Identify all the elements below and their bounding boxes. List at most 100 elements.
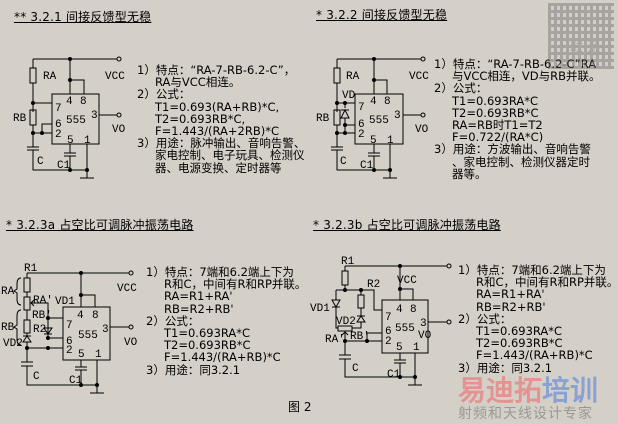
section-title-3-2-1: ** 3.2.1 间接反馈型无稳 — [14, 10, 152, 24]
label-vd1: VD1 — [310, 303, 330, 315]
circuit-3-2-2: VCC VO RA VD RB C C1 4 8 7 6 2 555 3 5 1 — [316, 56, 429, 179]
logo-watermark: 易迪拓培训 — [458, 376, 598, 406]
pin-4: 4 — [370, 96, 377, 108]
label-ra: RA — [1, 286, 15, 298]
desc-line: 1）特点：“RA-7-RB-6.2-C”， — [137, 63, 296, 77]
pin-1: 1 — [413, 342, 420, 354]
label-c1: C1 — [69, 375, 83, 387]
desc-line: T1=0.693RA*C — [452, 93, 539, 108]
capacitor-c1 — [64, 152, 76, 157]
circuit-3-2-3a: R1 RA RB RA' VD1 RB' R2 VD2 VCC VO C C1 … — [1, 263, 138, 394]
pin-7: 7 — [66, 320, 73, 332]
pin-8: 8 — [384, 96, 391, 108]
logo-red-text: 易迪拓 — [458, 374, 543, 407]
description-3-2-1: 1）特点：“RA-7-RB-6.2-C”， RA与VCC相连。 2）公式： T1… — [137, 64, 305, 174]
label-r2: R2 — [33, 324, 46, 336]
pin-7: 7 — [358, 102, 365, 114]
resistor-ra — [29, 67, 37, 84]
pin-6: 6 — [66, 336, 73, 348]
desc-line: T2=0.693RB*C — [452, 105, 539, 120]
desc-line: R和C，中间有R和RP并联。 — [476, 275, 618, 290]
terminal-vcc — [128, 270, 134, 276]
section-title-3-2-3b: * 3.2.3b 占空比可调脉冲振荡电路 — [313, 218, 501, 232]
desc-line: 器等。 — [452, 166, 487, 181]
diode-vd1 — [43, 327, 53, 335]
desc-line: RA=R1+RA' — [476, 287, 545, 302]
desc-line: 2）公式： — [137, 87, 191, 102]
label-vd1: VD1 — [55, 296, 75, 308]
pin-3: 3 — [102, 324, 109, 336]
pin-1: 1 — [95, 349, 102, 361]
desc-line: RA=RB时T1=T2 — [452, 117, 543, 132]
junction-dots — [25, 271, 99, 387]
desc-line: F=1.443/(RA+RB)*C — [476, 348, 593, 363]
pin-5: 5 — [370, 135, 377, 147]
terminal-vo — [116, 112, 122, 118]
logo-blue-text: 培训 — [542, 374, 599, 407]
chip-555 — [354, 93, 404, 145]
junction-dots — [343, 264, 417, 379]
capacitor-c — [331, 146, 343, 151]
label-ra-prime: RA' — [325, 334, 345, 346]
chip-name: 555 — [66, 115, 86, 127]
resistor-rb — [29, 109, 37, 126]
pin-2: 2 — [66, 345, 73, 357]
pin-3: 3 — [91, 110, 98, 122]
wiper-arrow-icon — [30, 299, 35, 307]
desc-line: F=1.443/(RA+RB)*C — [164, 350, 281, 365]
capacitor-c — [21, 361, 33, 367]
pin-1: 1 — [387, 135, 394, 147]
desc-line: 3）用途：同3.2.1 — [458, 360, 553, 375]
capacitor-c1 — [75, 366, 87, 371]
brace-ra-rb — [13, 277, 22, 346]
terminal-vo — [420, 112, 426, 118]
desc-line: RB=R2+RB' — [164, 301, 234, 316]
pin-3: 3 — [420, 318, 427, 330]
desc-line: T2=0.693RB*C — [476, 336, 563, 351]
junction-dots — [335, 57, 392, 172]
desc-line: RA=R1+RA' — [164, 289, 233, 304]
label-ra: RA — [43, 71, 57, 83]
qr-code-watermark — [548, 3, 614, 69]
circuit-3-2-3b: R1 R2 VD1 VD2 RA' RB' VCC VO C C1 4 8 7 … — [310, 256, 452, 386]
pin-5: 5 — [67, 135, 74, 147]
label-c1: C1 — [387, 369, 401, 381]
desc-line: 家电控制、电子玩具、检测仪 — [155, 148, 305, 163]
diode-vd1 — [331, 299, 341, 309]
terminal-vo — [128, 324, 134, 330]
desc-line: RA与VCC相连。 — [155, 75, 241, 90]
capacitor-c — [27, 146, 39, 151]
desc-line: F=1.443/(RA+2RB)*C — [155, 123, 280, 138]
chip-555 — [51, 93, 100, 145]
label-c: C — [37, 156, 44, 168]
pin-6: 6 — [55, 119, 62, 131]
description-3-2-2: 1）特点：“RA-7-RB-6.2-C”RA 与VCC相连，VD与RB并联。 2… — [434, 58, 601, 180]
desc-line: T1=0.693(RA+RB)*C, — [155, 99, 280, 114]
label-vo: VO — [418, 330, 432, 342]
pin-3: 3 — [394, 110, 401, 122]
wires — [336, 58, 421, 179]
circuit-3-2-1: VCC VO RA RB C C1 4 8 7 6 2 555 3 5 1 — [13, 56, 126, 179]
pin-4: 4 — [66, 96, 73, 108]
desc-line: 与VCC相连，VD与RB并联。 — [452, 69, 601, 84]
desc-line: 2）公式： — [146, 313, 200, 328]
desc-line: 3）用途：脉冲输出、音响告警、 — [137, 136, 306, 151]
label-c1: C1 — [360, 160, 374, 172]
diode-vd — [340, 108, 350, 119]
terminal-vcc — [420, 56, 426, 62]
label-vcc: VCC — [105, 71, 125, 83]
label-c1: C1 — [57, 160, 71, 172]
pin-6: 6 — [385, 326, 392, 338]
potentiometer-rp — [23, 296, 31, 311]
label-c: C — [340, 156, 347, 168]
capacitor-c — [339, 354, 351, 360]
figure-caption: 图 2 — [288, 400, 312, 414]
section-title-3-2-2: * 3.2.2 间接反馈型无稳 — [316, 8, 448, 22]
resistor-r1 — [341, 270, 349, 286]
chip-name: 555 — [78, 330, 98, 342]
desc-line: 1）特点：7端和6.2端上下为 — [146, 265, 294, 279]
label-rb-prime: RB' — [350, 331, 370, 343]
pin-8: 8 — [410, 304, 417, 316]
pin-2: 2 — [358, 129, 365, 141]
